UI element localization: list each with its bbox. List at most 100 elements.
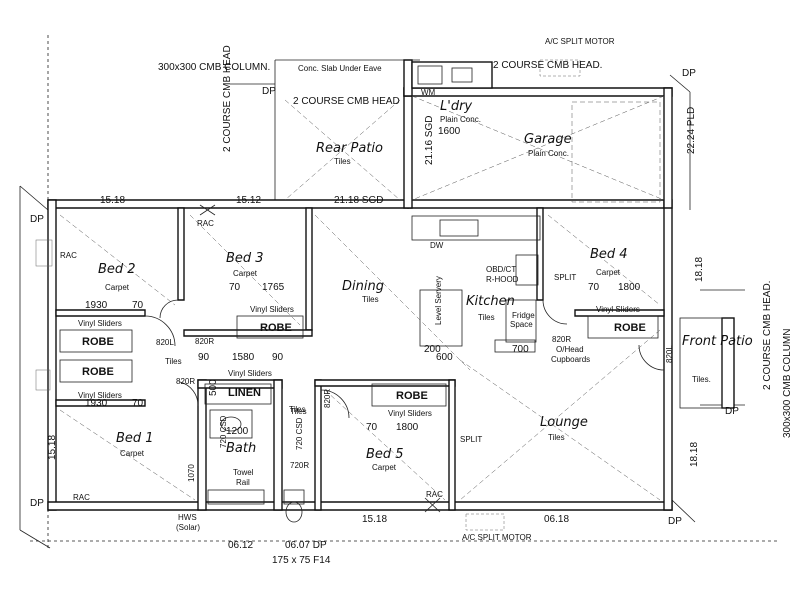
bed5-north-wall bbox=[314, 379, 456, 387]
dim-200: 200 bbox=[424, 344, 441, 355]
dim-820r-b: 820R bbox=[176, 377, 195, 386]
dim-2116: 21.16 SGD bbox=[424, 116, 435, 165]
bath-label: Bath bbox=[226, 441, 256, 456]
dim-1930a: 1930 bbox=[85, 300, 108, 311]
column-hatch bbox=[35, 239, 53, 267]
lounge-label: Lounge bbox=[540, 415, 588, 430]
dp-left: DP bbox=[30, 214, 44, 225]
bed3-south-wall bbox=[183, 329, 313, 337]
patio-diagonal bbox=[284, 99, 401, 201]
pld-label: 22.24 PLD bbox=[686, 107, 697, 154]
obd-label: OBD/CT bbox=[486, 265, 516, 274]
north-wall-east bbox=[407, 199, 671, 209]
dim-820r-a: 820R bbox=[195, 337, 214, 346]
laundry-label: L'dry bbox=[440, 99, 472, 114]
rear-patio-label: Rear Patio bbox=[316, 141, 383, 156]
dim-720csd-b: 720 CSD bbox=[295, 417, 304, 450]
two-course-head-vertical: 2 COURSE CMB HEAD bbox=[222, 45, 233, 152]
lounge-sub: Tiles bbox=[548, 433, 565, 442]
laundry-dim: 1600 bbox=[438, 126, 461, 137]
garage-east-wall bbox=[663, 87, 673, 209]
split-bed4: SPLIT bbox=[554, 273, 576, 282]
vinyl-sliders-bed1: Vinyl Sliders bbox=[78, 391, 122, 400]
dim-820r-c: 820R bbox=[323, 389, 332, 408]
garage-door-outline bbox=[571, 101, 661, 203]
dim-70a: 70 bbox=[132, 300, 144, 311]
bed1-robe bbox=[59, 359, 133, 383]
bed3-label: Bed 3 bbox=[226, 251, 264, 266]
dp-bottom-right: DP bbox=[668, 516, 682, 527]
vinyl-sliders-bed3: Vinyl Sliders bbox=[250, 305, 294, 314]
dim-1765: 1765 bbox=[262, 282, 285, 293]
door-swing bbox=[542, 299, 568, 325]
door-swing bbox=[179, 381, 199, 407]
ac-split-top: A/C SPLIT MOTOR bbox=[545, 37, 615, 46]
rac-bed1: RAC bbox=[73, 493, 90, 502]
split-lounge: SPLIT bbox=[460, 435, 482, 444]
overhead-cupboards bbox=[494, 339, 536, 353]
two-course-head-patio: 2 COURSE CMB HEAD bbox=[293, 96, 400, 107]
dim-600a: 600 bbox=[436, 352, 453, 363]
kitchen-sink bbox=[439, 219, 479, 237]
ac-unit-bottom bbox=[465, 513, 505, 531]
bed2-robe bbox=[59, 329, 133, 353]
front-patio-label: Front Patio bbox=[682, 334, 753, 349]
dim-0618: 06.18 bbox=[544, 514, 569, 525]
dim-1800a: 1800 bbox=[618, 282, 641, 293]
dining-sub: Tiles bbox=[362, 295, 379, 304]
two-course-head-top: 2 COURSE CMB HEAD. bbox=[493, 60, 602, 71]
dim-1580: 1580 bbox=[232, 352, 255, 363]
bed2-bed3-wall bbox=[177, 207, 185, 301]
kitchen-bench-top bbox=[411, 215, 541, 241]
conc-slab-label: Conc. Slab Under Eave bbox=[298, 64, 382, 73]
dim-820r-d: 820R bbox=[552, 335, 571, 344]
bed1-sub: Carpet bbox=[120, 449, 145, 458]
solar-label: (Solar) bbox=[176, 523, 200, 532]
laundry-sub: Plain Conc. bbox=[440, 115, 481, 124]
bed4-robe bbox=[587, 315, 659, 339]
dim-1518-left: 15.18 bbox=[47, 435, 58, 460]
robe-bed5: ROBE bbox=[396, 390, 428, 402]
rac-bed2: RAC bbox=[60, 251, 77, 260]
robe-bed2: ROBE bbox=[82, 336, 114, 348]
vinyl-sliders-bed2: Vinyl Sliders bbox=[78, 319, 122, 328]
eave-line bbox=[671, 499, 696, 523]
garage-north-wall bbox=[403, 87, 673, 97]
robe-bed4: ROBE bbox=[614, 322, 646, 334]
room-diagonal bbox=[459, 329, 661, 501]
rear-patio-sub: Tiles bbox=[334, 157, 351, 166]
rac-vent bbox=[424, 497, 441, 513]
room-diagonal bbox=[459, 359, 661, 501]
bed5-sub: Carpet bbox=[372, 463, 397, 472]
dim-2118: 21.18 SGD bbox=[334, 195, 383, 206]
dp-top-right: DP bbox=[682, 68, 696, 79]
ohead-label: O/Head bbox=[556, 345, 584, 354]
linen-cupboard bbox=[204, 383, 272, 405]
south-wall bbox=[47, 501, 673, 511]
lintel-label: 175 x 75 F14 bbox=[272, 555, 331, 566]
washing-machine bbox=[417, 65, 443, 85]
vanity bbox=[209, 409, 253, 439]
dim-1200: 1200 bbox=[226, 426, 249, 437]
dp-front-patio: DP bbox=[725, 406, 739, 417]
door-swing bbox=[159, 299, 179, 319]
room-diagonal bbox=[59, 409, 196, 501]
dim-70b: 70 bbox=[132, 398, 144, 409]
front-patio-sub: Tiles. bbox=[692, 375, 711, 384]
basin bbox=[220, 416, 242, 432]
room-diagonal bbox=[324, 389, 446, 501]
fridge-space bbox=[505, 299, 537, 343]
laundry-tub bbox=[451, 67, 473, 83]
garage-label: Garage bbox=[524, 132, 572, 147]
laundry-wall bbox=[403, 59, 413, 97]
dim-90a: 90 bbox=[198, 352, 210, 363]
dim-1818b: 18.18 bbox=[689, 442, 700, 467]
vinyl-sliders-bed4: Vinyl Sliders bbox=[596, 305, 640, 314]
bed5-east-wall bbox=[448, 379, 456, 511]
vinyl-sliders-hall: Vinyl Sliders bbox=[228, 369, 272, 378]
room-diagonal bbox=[189, 214, 301, 326]
eave-line bbox=[19, 529, 51, 549]
bed1-label: Bed 1 bbox=[116, 431, 154, 446]
level-servery: Level Servery bbox=[434, 276, 443, 325]
bed3-dining-wall bbox=[305, 207, 313, 331]
